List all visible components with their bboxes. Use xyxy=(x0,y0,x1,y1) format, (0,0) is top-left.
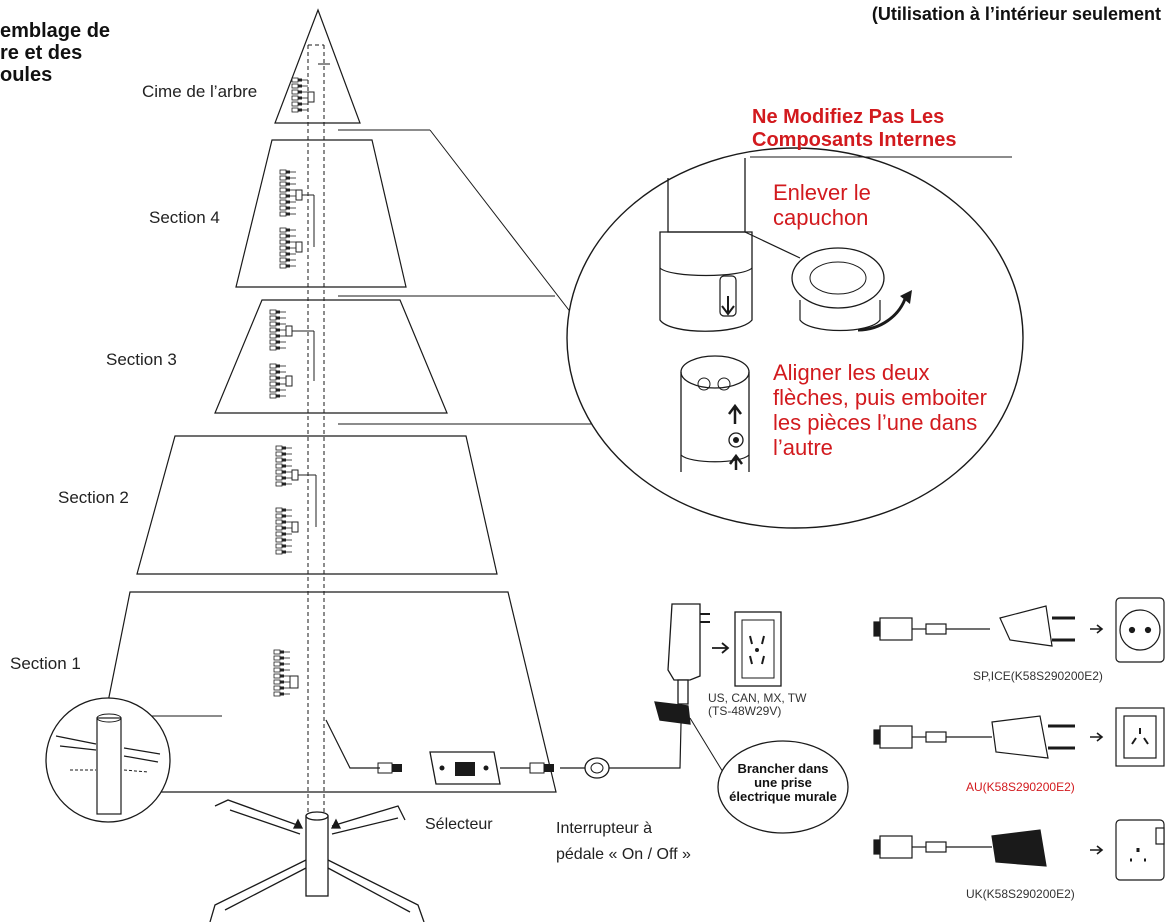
tree-section-2 xyxy=(136,435,498,575)
warning-line-1: Ne Modifiez Pas Les xyxy=(752,106,945,128)
bulb-cluster-top xyxy=(291,77,315,113)
us-adapter xyxy=(654,603,741,801)
section-2-label: Section 2 xyxy=(58,488,129,507)
plug-callout-text: Brancher dans une prise électrique mural… xyxy=(729,761,837,804)
eu-adapter-label: SP,ICE(K58S290200E2) xyxy=(973,669,1103,683)
inline-connector-1 xyxy=(377,762,402,774)
warning-line-2: Composants Internes xyxy=(752,129,957,151)
section-3-label: Section 3 xyxy=(106,350,177,369)
us-adapter-label: US, CAN, MX, TW (TS-48W29V) xyxy=(708,692,806,718)
pedal-switch-label: Interrupteur à pédale « On / Off » xyxy=(556,816,691,868)
pedal-line-2: pédale « On / Off » xyxy=(556,846,691,863)
pedal-line-1: Interrupteur à xyxy=(556,820,653,837)
tree-top-label: Cime de l’arbre xyxy=(142,82,258,101)
us-wall-outlet xyxy=(734,611,782,687)
stand-detail-circle xyxy=(45,697,222,823)
au-adapter-row xyxy=(873,707,1165,767)
title-line-3: oules xyxy=(0,64,53,86)
us-adapter-line-1: US, CAN, MX, TW xyxy=(708,691,807,705)
title-line-1: emblage de xyxy=(0,20,111,42)
power-cord xyxy=(325,679,683,769)
bulb-cluster-section4 xyxy=(279,169,315,269)
selector-box xyxy=(429,751,501,785)
title-line-2: re et des xyxy=(0,42,83,64)
eu-adapter-row xyxy=(873,597,1165,663)
tree-section-4 xyxy=(235,139,407,288)
us-adapter-line-2: (TS-48W29V) xyxy=(708,704,782,718)
uk-adapter-row xyxy=(873,819,1165,881)
au-adapter-label: AU(K58S290200E2) xyxy=(966,780,1075,794)
detail-pointer-lines xyxy=(318,63,600,425)
assembly-title: emblage de re et des oules xyxy=(0,20,110,86)
bulb-cluster-section3 xyxy=(269,309,315,399)
tree-section-3 xyxy=(214,299,448,414)
indoor-use-note: (Utilisation à l’intérieur seulement xyxy=(871,4,1161,24)
tree-stand xyxy=(209,799,425,922)
arrow-icon xyxy=(712,642,730,654)
foot-pedal-switch xyxy=(584,757,610,779)
center-pole xyxy=(307,44,325,820)
bulb-cluster-section1 xyxy=(273,649,299,697)
inline-connector-2 xyxy=(529,762,554,774)
tree-top-section xyxy=(274,8,361,124)
warning-title: Ne Modifiez Pas Les Composants Internes xyxy=(752,106,956,152)
connector-detail-circle xyxy=(566,147,1024,529)
step-align-arrows: Aligner les deux flèches, puis emboiter … xyxy=(773,360,987,460)
section-1-label: Section 1 xyxy=(10,654,81,673)
bulb-cluster-section2 xyxy=(275,445,317,555)
section-4-label: Section 4 xyxy=(149,208,220,227)
plug-callout-bubble xyxy=(717,740,849,834)
step-remove-cap: Enlever le capuchon xyxy=(773,180,871,230)
selector-label: Sélecteur xyxy=(425,816,493,833)
uk-adapter-label: UK(K58S290200E2) xyxy=(966,887,1075,901)
